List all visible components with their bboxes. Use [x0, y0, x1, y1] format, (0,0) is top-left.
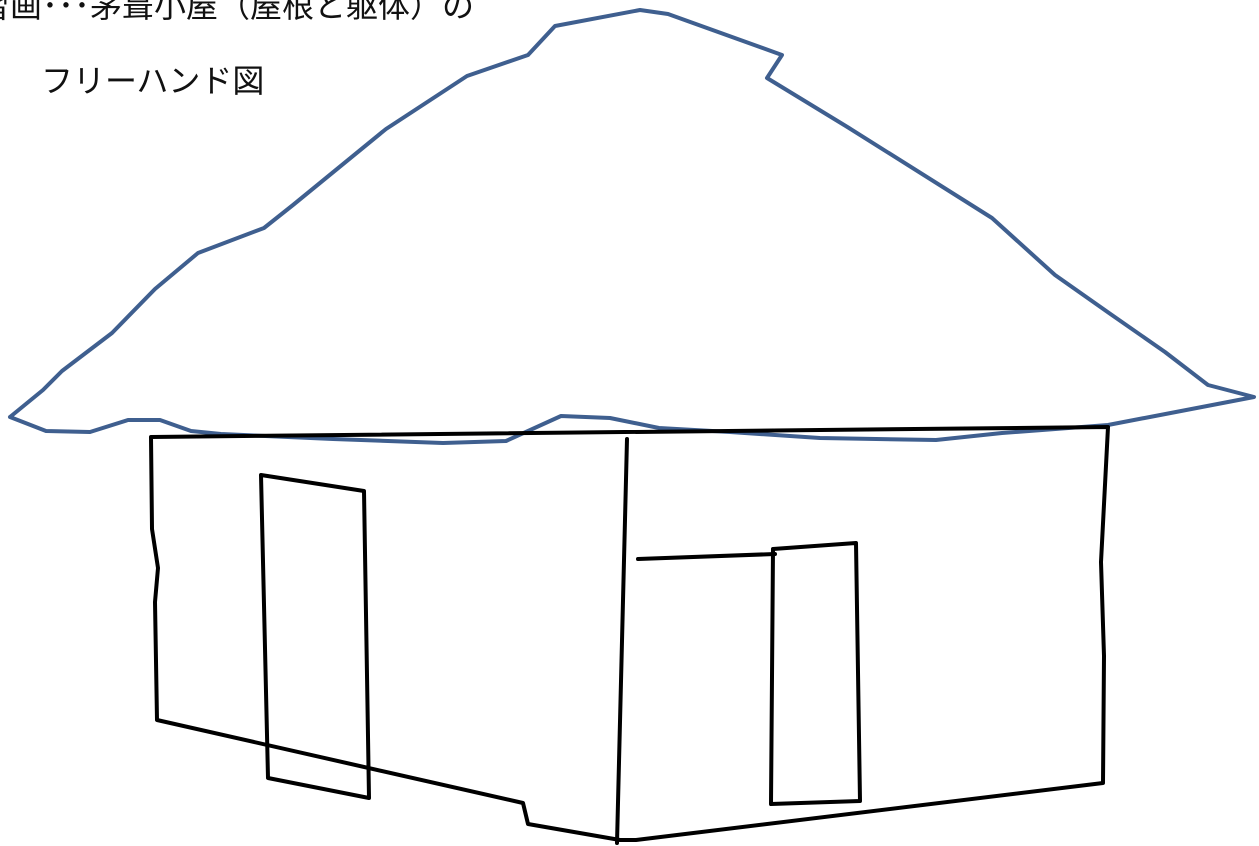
thatched-roof-outline: [8, 8, 1256, 445]
wall-guide-line: [636, 552, 777, 561]
house-left-wall-outline: [149, 425, 1110, 842]
left-door-outline: [259, 473, 371, 800]
house-corner-line: [615, 437, 629, 845]
caption-title-line-1: 習画･･･茅葺小屋（屋根と躯体）の: [0, 0, 475, 25]
right-door-outline: [769, 541, 862, 806]
caption-title-line-2: フリーハンド図: [41, 62, 265, 100]
